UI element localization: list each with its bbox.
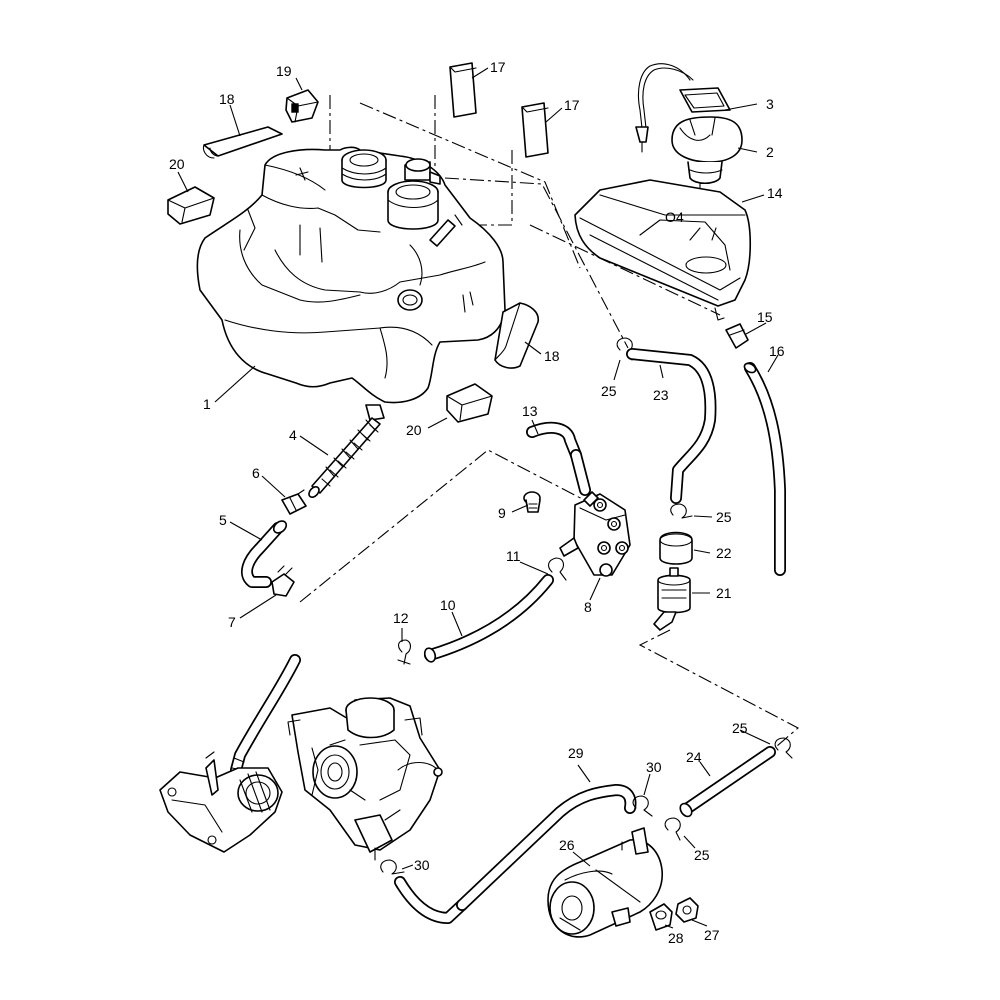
callout-30a: 30 <box>646 759 662 775</box>
fuel-hose-5 <box>240 520 288 588</box>
callout-18a: 18 <box>219 91 235 107</box>
canister-hose-24 <box>679 746 776 818</box>
callout-25b: 25 <box>716 509 732 525</box>
callout-3: 3 <box>766 96 774 112</box>
callout-9: 9 <box>498 505 506 521</box>
callout-6: 6 <box>252 465 260 481</box>
callout-25c: 25 <box>732 720 748 736</box>
callout-22: 22 <box>716 545 732 561</box>
fuel-filter-hose <box>308 417 381 499</box>
callout-20a: 20 <box>169 156 185 172</box>
callout-11: 11 <box>506 548 521 564</box>
callout-18b: 18 <box>544 348 560 364</box>
nut-27 <box>675 897 699 923</box>
fuel-cock <box>559 491 631 577</box>
vacuum-line <box>230 654 301 776</box>
svg-text:4: 4 <box>676 209 684 225</box>
callout-7: 7 <box>228 614 236 630</box>
callout-labels: 1 2 3 4 5 6 7 8 9 10 11 12 13 14 15 16 1… <box>169 59 785 946</box>
damper-17-upper <box>449 62 477 118</box>
clamp-12 <box>397 639 412 665</box>
callout-12: 12 <box>393 610 409 626</box>
cap-cable <box>635 63 731 153</box>
callout-15: 15 <box>757 309 773 325</box>
callout-5: 5 <box>219 512 227 528</box>
callout-13: 13 <box>522 403 538 419</box>
joint-22 <box>659 531 693 565</box>
callout-17b: 17 <box>564 97 580 113</box>
hose-clip-6 <box>281 489 307 515</box>
fuel-cap <box>671 116 743 185</box>
clamp-25-right <box>774 737 793 759</box>
tank-cover: O 4 <box>574 179 751 321</box>
clamp-25-low <box>664 817 681 841</box>
callout-2: 2 <box>766 144 774 160</box>
fuel-tank <box>196 146 506 421</box>
drain-hose-16 <box>743 362 786 576</box>
callout-1: 1 <box>203 396 211 412</box>
svg-text:O: O <box>665 209 676 225</box>
callout-20b: 20 <box>406 422 422 438</box>
charcoal-canister <box>547 827 663 938</box>
callout-23: 23 <box>653 387 669 403</box>
callout-8: 8 <box>584 599 592 615</box>
intake-manifold <box>159 751 283 853</box>
callout-26: 26 <box>559 837 575 853</box>
hose-clip-7 <box>271 565 295 597</box>
fuel-hose-10 <box>423 574 554 663</box>
clamp-30-upper <box>632 795 653 817</box>
callout-28: 28 <box>668 930 684 946</box>
damper-18-upper <box>202 126 283 159</box>
callout-19: 19 <box>276 63 292 79</box>
fitting-15 <box>725 323 749 349</box>
clamp-11 <box>547 557 567 581</box>
callout-25d: 25 <box>694 847 710 863</box>
callout-10: 10 <box>440 597 456 613</box>
callout-14: 14 <box>767 185 783 201</box>
vacuum-hose-13 <box>526 421 591 496</box>
callout-29: 29 <box>568 745 584 761</box>
callout-25a: 25 <box>601 383 617 399</box>
vent-hose-23 <box>626 348 717 504</box>
damper-17-lower <box>521 102 549 158</box>
callout-16: 16 <box>769 343 785 359</box>
callout-4: 4 <box>289 427 297 443</box>
canister-hose-29 <box>394 784 637 924</box>
damper-19 <box>285 89 319 123</box>
callout-24: 24 <box>686 749 702 765</box>
damper-20-upper <box>167 186 215 225</box>
clamp-30-lower <box>380 859 405 875</box>
leader-lines <box>177 67 779 929</box>
screw-9 <box>523 491 541 513</box>
callout-21: 21 <box>716 585 732 601</box>
clamp-25-mid <box>670 503 693 519</box>
callout-17a: 17 <box>490 59 506 75</box>
callout-27: 27 <box>704 927 720 943</box>
carburetor <box>287 697 443 861</box>
damper-18-lower <box>494 302 540 369</box>
collar-28 <box>649 903 673 931</box>
fuel-filter-21 <box>653 567 691 631</box>
damper-20-lower <box>446 383 493 423</box>
callout-30b: 30 <box>414 857 430 873</box>
